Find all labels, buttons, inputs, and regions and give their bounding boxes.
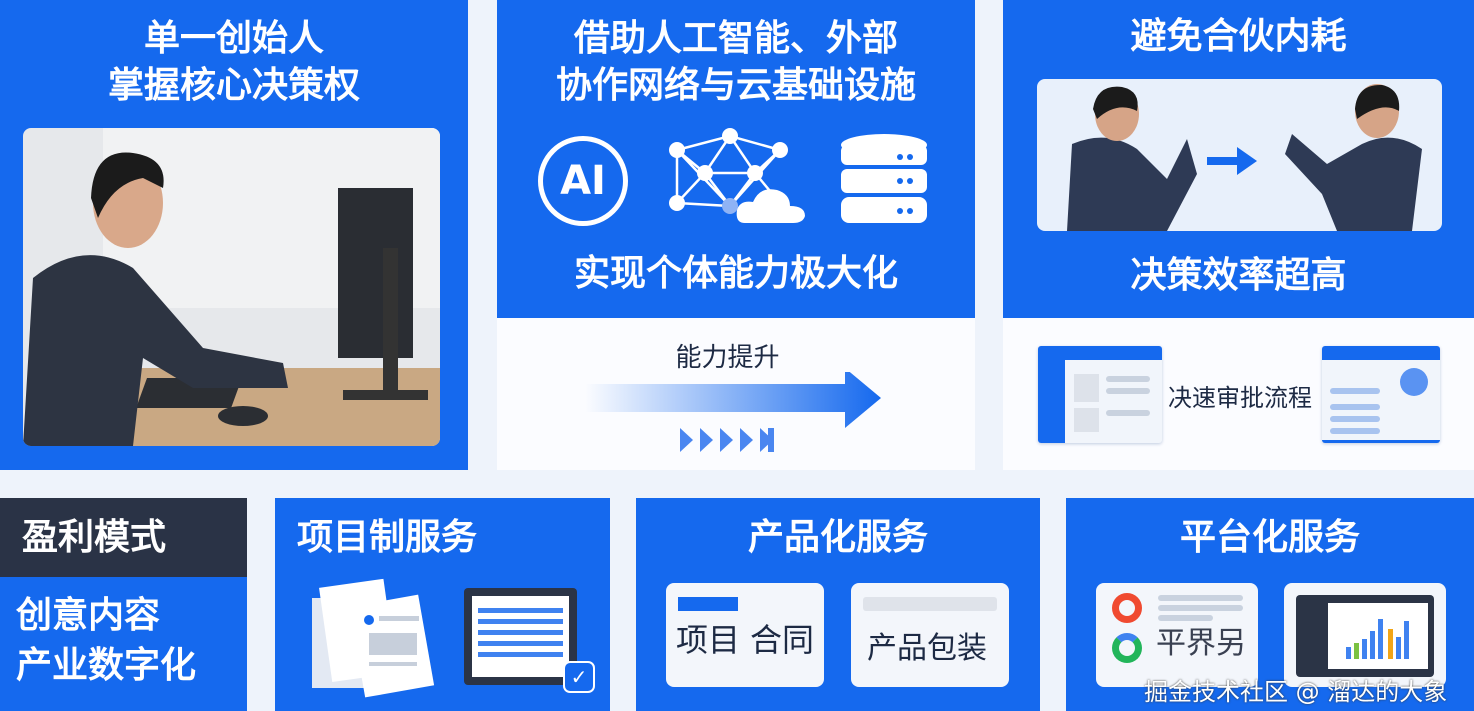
documents-icon: [312, 578, 435, 698]
check-icon: ✓: [563, 661, 595, 693]
packaging-card: 产品包装: [851, 583, 1009, 687]
profit-model-panel: 盈利模式 创意内容 产业数字化: [0, 498, 247, 711]
platform-title: 平台化服务: [1179, 517, 1360, 558]
network-cloud-icon: [669, 128, 805, 223]
platform-dashboard-card: [1284, 583, 1446, 687]
checked-list-window: ✓: [464, 588, 595, 693]
capability-label: 能力提升: [675, 343, 780, 373]
founder-photo: [23, 128, 440, 446]
project-title: 项目制服务: [297, 517, 478, 558]
packaging-card-label: 产品包装: [867, 631, 987, 666]
product-title: 产品化服务: [747, 517, 928, 558]
ai-subtitle: 实现个体能力极大化: [573, 253, 898, 294]
panel-ai: 借助人工智能、外部 协作网络与云基础设施 AI 实现个体能力极大化: [497, 0, 975, 318]
panel-founder: 单一创始人 掌握核心决策权: [0, 0, 468, 470]
partner-subtitle: 决策效率超高: [1130, 255, 1347, 296]
product-service-panel: 产品化服务 项目 合同 产品包装: [636, 498, 1040, 711]
founder-title-line1: 单一创始人: [143, 18, 324, 59]
database-icon: [841, 134, 927, 223]
ai-icon: AI: [538, 136, 628, 226]
profit-header: 盈利模式: [22, 517, 167, 558]
ai-title-line2: 协作网络与云基础设施: [555, 65, 916, 106]
approval-flow-label: 决速审批流程: [1168, 384, 1312, 412]
founder-title-line2: 掌握核心决策权: [107, 65, 360, 106]
contract-card-a: 项目: [676, 621, 741, 659]
contract-card: 项目 合同: [666, 583, 824, 687]
panel-partner: 避免合伙内耗 决策效率超高: [1003, 0, 1474, 318]
platform-card-left: 平界另: [1096, 583, 1258, 687]
capability-arrow: [585, 372, 881, 452]
approval-window-right: [1322, 346, 1440, 443]
watermark: 掘金技术社区 @ 溜达的大象: [1144, 678, 1448, 706]
profit-line2: 产业数字化: [16, 645, 197, 686]
ai-title-line1: 借助人工智能、外部: [573, 18, 898, 59]
bar-chart-icon: [1296, 595, 1434, 677]
project-service-panel: 项目制服务 ✓: [275, 498, 610, 711]
platform-service-panel: 平台化服务 平界另: [1066, 498, 1474, 711]
partners-photo: [1037, 79, 1442, 231]
platform-card-text: 平界另: [1156, 626, 1246, 661]
profit-line1: 创意内容: [16, 595, 161, 636]
approval-window-left: [1038, 346, 1162, 443]
ai-icon-label: AI: [560, 158, 606, 204]
contract-card-b: 合同: [750, 621, 815, 659]
partner-title: 避免合伙内耗: [1130, 16, 1347, 57]
